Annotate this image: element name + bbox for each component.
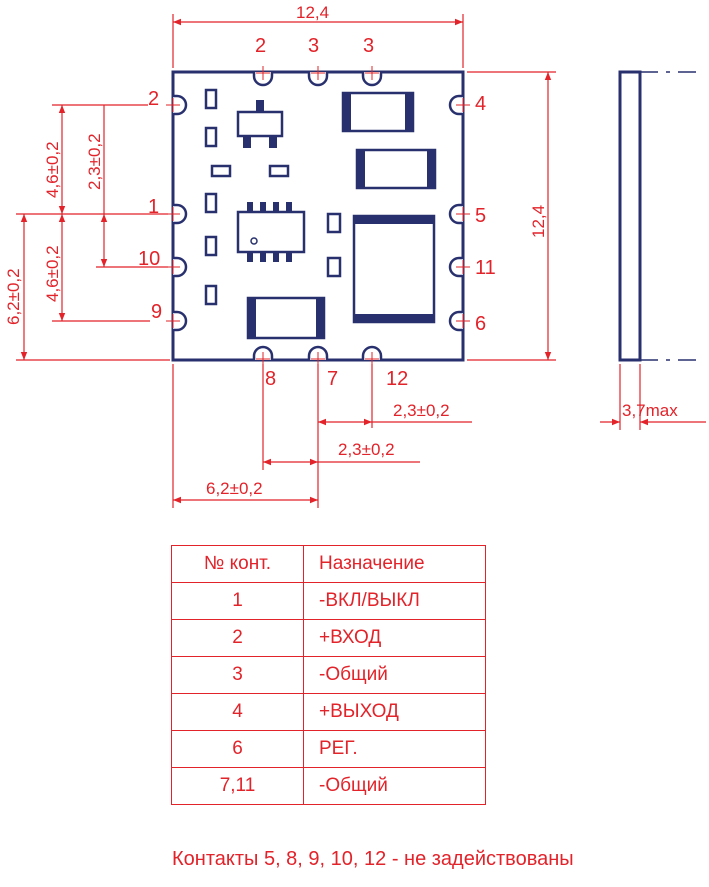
table-row: 6 РЕГ. [171,730,486,768]
pin-label-top-1: 2 [255,35,266,57]
table-row: 7,11 -Общий [171,767,486,805]
dim-left: 6,2±0,2 4,6±0,2 4,6±0,2 2,3±0,2 [4,104,170,361]
pin-label-top-2: 3 [308,35,319,57]
table-header-pin: № конт. [171,545,304,583]
table-row: 3 -Общий [171,656,486,694]
dim-left-upper-label: 4,6±0,2 [43,141,62,198]
table-cell-pin: 1 [171,582,304,620]
pin-labels: 2 3 3 2 1 10 9 4 5 11 6 8 7 12 [138,35,496,390]
dim-right-height: 12,4 [467,71,556,361]
pin-label-top-3: 3 [363,35,374,57]
pin-label-right-3: 11 [475,257,496,279]
dim-right-height-label: 12,4 [529,205,548,238]
module-drawing: 2 3 3 2 1 10 9 4 5 11 6 8 7 12 12,4 12,4 [4,3,706,508]
pin-label-left-2: 1 [148,196,159,218]
dim-top-width: 12,4 [172,3,464,68]
module-side-view: 3,7max [600,70,706,430]
pin-label-bottom-2: 7 [327,368,338,390]
table-cell-pin: 7,11 [171,767,304,805]
dim-bottom: 2,3±0,2 2,3±0,2 6,2±0,2 [172,364,472,508]
table-cell-pin: 6 [171,730,304,768]
table-cell-function: +ВЫХОД [303,693,486,731]
dim-bottom-b-label: 2,3±0,2 [338,440,395,459]
table-row: 2 +ВХОД [171,619,486,657]
table-header-row: № конт. Назначение [171,545,486,583]
pin-label-bottom-1: 8 [265,368,276,390]
pin-label-left-3: 10 [138,248,160,270]
table-cell-function: -ВКЛ/ВЫКЛ [303,582,486,620]
dim-top-width-label: 12,4 [296,3,329,22]
smd-components [204,88,437,340]
table-cell-pin: 2 [171,619,304,657]
table-row: 1 -ВКЛ/ВЫКЛ [171,582,486,620]
table-cell-pin: 4 [171,693,304,731]
pin-label-left-1: 2 [148,88,159,110]
module-top-view [171,70,465,362]
table-cell-function: РЕГ. [303,730,486,768]
dim-bottom-a-label: 2,3±0,2 [393,401,450,420]
pin-label-right-4: 6 [475,313,486,335]
pin-label-bottom-3: 12 [386,368,408,390]
table-cell-function: +ВХОД [303,619,486,657]
pin-assignment-table: № конт. Назначение 1 -ВКЛ/ВЫКЛ 2 +ВХОД 3… [171,545,486,805]
table-cell-pin: 3 [171,656,304,694]
dim-left-outer-label: 6,2±0,2 [4,268,23,325]
table-row: 4 +ВЫХОД [171,693,486,731]
pin-label-right-2: 5 [475,205,486,227]
table-cell-function: -Общий [303,656,486,694]
pin-label-left-4: 9 [151,301,162,323]
pin-crosshairs [166,66,470,366]
table-cell-function: -Общий [303,767,486,805]
dim-bottom-c-label: 6,2±0,2 [206,479,263,498]
unused-pins-note: Контакты 5, 8, 9, 10, 12 - не задействов… [172,848,574,870]
dim-left-lower-label: 4,6±0,2 [43,245,62,302]
dim-left-inner-label: 2,3±0,2 [85,133,104,190]
dim-thickness-label: 3,7max [622,401,678,420]
pin-label-right-1: 4 [475,93,486,115]
table-header-function: Назначение [303,545,486,583]
